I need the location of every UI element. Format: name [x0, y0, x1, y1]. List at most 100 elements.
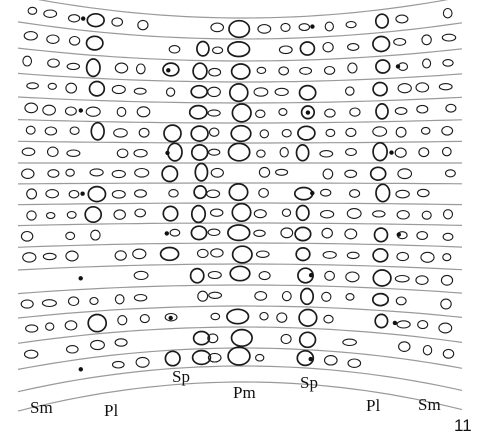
row-boundary-line	[17, 182, 463, 185]
cell-ellipse	[320, 188, 332, 197]
cell-ellipse	[168, 189, 179, 198]
cell-row-lines	[17, 0, 463, 412]
row-boundary-line	[17, 365, 463, 393]
row-boundary-line	[17, 284, 463, 295]
cell-ellipse	[111, 17, 124, 27]
cell-ellipse	[197, 290, 209, 302]
cell-ellipse	[440, 298, 452, 310]
cell-ellipse	[281, 290, 292, 302]
cell-ellipse	[66, 149, 81, 157]
cell-ellipse	[299, 66, 313, 75]
cell-ellipse	[133, 270, 149, 281]
cell-ellipse	[255, 109, 266, 119]
cell-ellipse	[445, 103, 457, 113]
cell-ellipse	[21, 147, 36, 157]
cell-ellipse	[84, 205, 103, 224]
nucleus-dot	[389, 150, 394, 155]
cell-ellipse	[342, 338, 357, 347]
cell-ellipse	[297, 125, 316, 141]
cell-ellipse	[207, 333, 219, 344]
cell-ellipse	[415, 82, 430, 93]
cell-ellipse	[168, 45, 181, 54]
cell-ellipse	[274, 87, 289, 97]
cell-ellipse	[212, 46, 224, 55]
cell-ellipse	[372, 269, 392, 287]
cell-ellipse	[227, 142, 251, 162]
row-boundary-line	[17, 119, 463, 124]
cell-ellipse	[65, 345, 79, 354]
cell-ellipse	[87, 185, 107, 203]
cell-ellipse	[422, 344, 433, 356]
cell-ellipse	[67, 296, 80, 307]
cell-ellipse	[169, 228, 181, 237]
nucleus-dot	[78, 108, 84, 113]
cell-ellipse	[278, 45, 293, 55]
cell-ellipse	[300, 105, 316, 120]
cell-ellipse	[134, 167, 150, 178]
cell-ellipse	[85, 58, 101, 78]
cell-ellipse	[230, 124, 252, 143]
cell-ellipse	[190, 204, 207, 224]
cell-ellipse	[231, 103, 252, 123]
cell-ellipse	[46, 146, 59, 158]
cell-ellipse	[421, 210, 432, 220]
cell-ellipse	[66, 62, 81, 71]
cell-ellipse	[256, 66, 267, 75]
row-boundary-line	[17, 222, 463, 227]
cell-ellipse	[190, 84, 209, 99]
cell-ellipse	[207, 352, 222, 363]
cell-ellipse	[87, 313, 108, 333]
cell-ellipse	[42, 252, 57, 261]
cell-ellipse	[374, 13, 390, 29]
cell-ellipse	[135, 356, 150, 368]
cell-ellipse	[258, 271, 271, 281]
cell-ellipse	[207, 270, 222, 280]
cell-ellipse	[196, 40, 210, 57]
cell-ellipse	[438, 83, 453, 91]
cell-ellipse	[43, 9, 58, 18]
cell-ellipse	[230, 328, 253, 348]
cell-ellipse	[442, 59, 454, 67]
cell-ellipse	[345, 147, 357, 157]
cell-ellipse	[369, 166, 387, 181]
cell-ellipse	[191, 349, 212, 366]
label-sp-right: Sp	[300, 373, 318, 392]
cell-ellipse	[324, 21, 334, 32]
cell-ellipse	[299, 287, 315, 306]
cell-ellipse	[323, 355, 338, 366]
cell-ellipse	[319, 150, 334, 158]
cell-ellipse	[90, 229, 101, 241]
nucleus-dot	[396, 232, 401, 237]
cell-ellipse	[420, 251, 435, 263]
cell-ellipse	[394, 107, 408, 115]
cell-ellipse	[85, 35, 104, 51]
cell-ellipse	[162, 62, 180, 77]
cell-ellipse	[65, 231, 76, 241]
cell-ellipse	[324, 108, 336, 118]
cell-ellipse	[196, 248, 209, 259]
cell-ellipse	[90, 121, 105, 141]
cell-ellipse	[64, 106, 77, 116]
cell-ellipse	[231, 202, 252, 223]
row-boundary-line	[17, 72, 463, 83]
cell-ellipse	[89, 296, 99, 306]
cell-ellipse	[322, 168, 334, 180]
cell-ellipse	[113, 128, 128, 138]
cell-ellipse	[25, 125, 36, 135]
cell-ellipse	[298, 84, 317, 101]
nucleus-dot	[164, 231, 169, 236]
nucleus-dot	[392, 320, 398, 326]
cell-ellipse	[371, 292, 390, 307]
cell-ellipse	[375, 183, 391, 203]
cell-ellipse	[372, 126, 388, 137]
nucleus-dot	[81, 16, 86, 21]
cell-ellipse	[193, 185, 208, 200]
row-boundary-line	[17, 381, 463, 412]
cell-ellipse	[347, 43, 360, 51]
cell-ellipse	[438, 322, 453, 334]
cell-ellipse	[372, 35, 391, 53]
cell-ellipse	[116, 106, 127, 117]
cell-ellipse	[22, 55, 33, 67]
cell-ellipse	[114, 338, 128, 347]
cell-ellipse	[295, 247, 311, 262]
